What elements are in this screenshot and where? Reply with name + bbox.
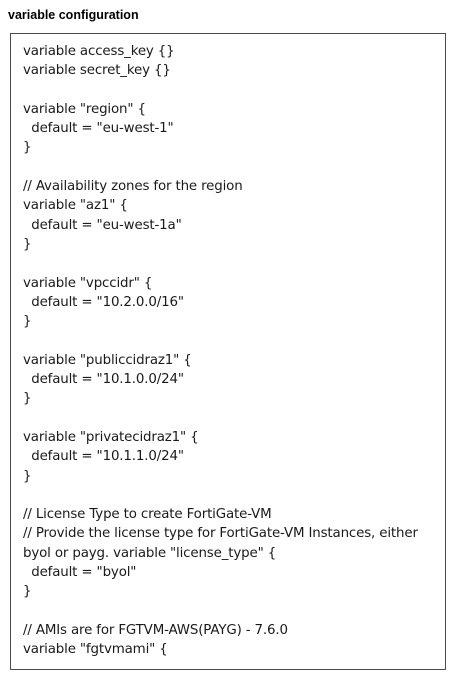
code-line: variable "publiccidraz1" { xyxy=(23,352,192,368)
code-line: default = "10.1.1.0/24" xyxy=(23,449,184,465)
code-line xyxy=(23,486,418,505)
code-line xyxy=(23,602,418,621)
code-line: } xyxy=(23,140,32,156)
code-line xyxy=(23,81,418,100)
code-line: // AMIs are for FGTVM-AWS(PAYG) - 7.6.0 xyxy=(23,622,288,638)
code-line xyxy=(23,158,418,177)
code-line: variable "privatecidraz1" { xyxy=(23,429,199,445)
code-line xyxy=(23,409,418,428)
code-line: } xyxy=(23,468,32,484)
code-line: // Provide the license type for FortiGat… xyxy=(23,526,418,542)
code-line: } xyxy=(23,584,32,600)
code-line: } xyxy=(23,314,32,330)
code-line: // License Type to create FortiGate-VM xyxy=(23,507,272,523)
code-line: default = "10.1.0.0/24" xyxy=(23,372,184,388)
code-line: // Availability zones for the region xyxy=(23,179,243,195)
code-line xyxy=(23,331,418,350)
code-lines: variable access_key {} variable secret_ke… xyxy=(23,42,418,660)
code-line xyxy=(23,254,418,273)
code-line: } xyxy=(23,391,32,407)
code-line: } xyxy=(23,236,32,252)
code-line: default = "eu-west-1a" xyxy=(23,217,182,233)
code-line: variable access_key {} xyxy=(23,44,175,59)
code-line: variable "az1" { xyxy=(23,198,128,214)
code-line: byol or payg. variable "license_type" { xyxy=(23,545,277,561)
code-block: variable access_key {} variable secret_ke… xyxy=(10,33,446,670)
code-line: variable "region" { xyxy=(23,101,146,117)
code-line: variable "vpccidr" { xyxy=(23,275,153,291)
section-heading: variable configuration xyxy=(8,8,139,22)
code-line: default = "eu-west-1" xyxy=(23,121,174,137)
code-line: default = "byol" xyxy=(23,565,137,581)
code-line: default = "10.2.0.0/16" xyxy=(23,294,184,310)
code-line: variable "fgtvmami" { xyxy=(23,642,168,658)
code-line: variable secret_key {} xyxy=(23,63,171,79)
